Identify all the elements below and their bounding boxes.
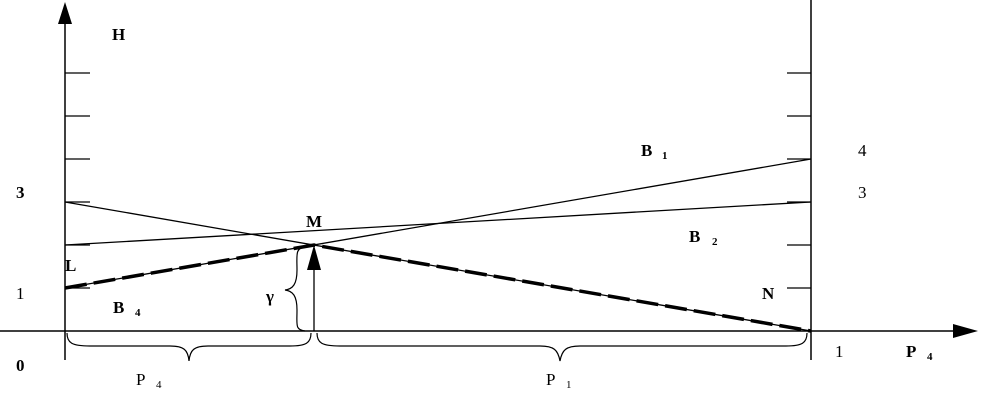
label-b2: B <box>689 227 700 246</box>
label-m: M <box>306 212 322 231</box>
label-b1-sub: 1 <box>662 150 668 162</box>
label-n: N <box>762 284 775 303</box>
label-gamma: γ <box>265 287 274 306</box>
left-ticks <box>65 72 90 289</box>
label-four-right: 4 <box>858 141 867 160</box>
horizontal-axis-arrow <box>953 324 978 338</box>
label-segment-p1-sub: 1 <box>566 379 572 391</box>
label-zero: 0 <box>16 356 25 375</box>
p4-brace <box>66 332 312 362</box>
label-three-right: 3 <box>858 183 867 202</box>
label-b1: B <box>641 141 652 160</box>
label-b4: B <box>113 298 124 317</box>
label-b2-sub: 2 <box>712 236 718 248</box>
right-ticks <box>787 72 811 289</box>
lower-envelope <box>64 243 812 333</box>
label-segment-p1: P <box>546 370 555 389</box>
line-b2 <box>64 201 812 246</box>
label-h: H <box>112 25 125 44</box>
label-segment-p4: P <box>136 370 145 389</box>
label-l: L <box>65 256 76 275</box>
left-axis-arrow <box>58 2 72 24</box>
label-segment-p4-sub: 4 <box>156 379 162 391</box>
label-one-left: 1 <box>16 284 25 303</box>
label-axis-p: P <box>906 342 916 361</box>
label-axis-p-sub: 4 <box>927 351 933 363</box>
m-arrow-head <box>307 245 321 270</box>
label-three-left: 3 <box>16 183 25 202</box>
label-b4-sub: 4 <box>135 307 141 319</box>
p1-brace <box>316 332 808 362</box>
gamma-brace <box>284 246 306 332</box>
label-one-bottom: 1 <box>835 342 844 361</box>
